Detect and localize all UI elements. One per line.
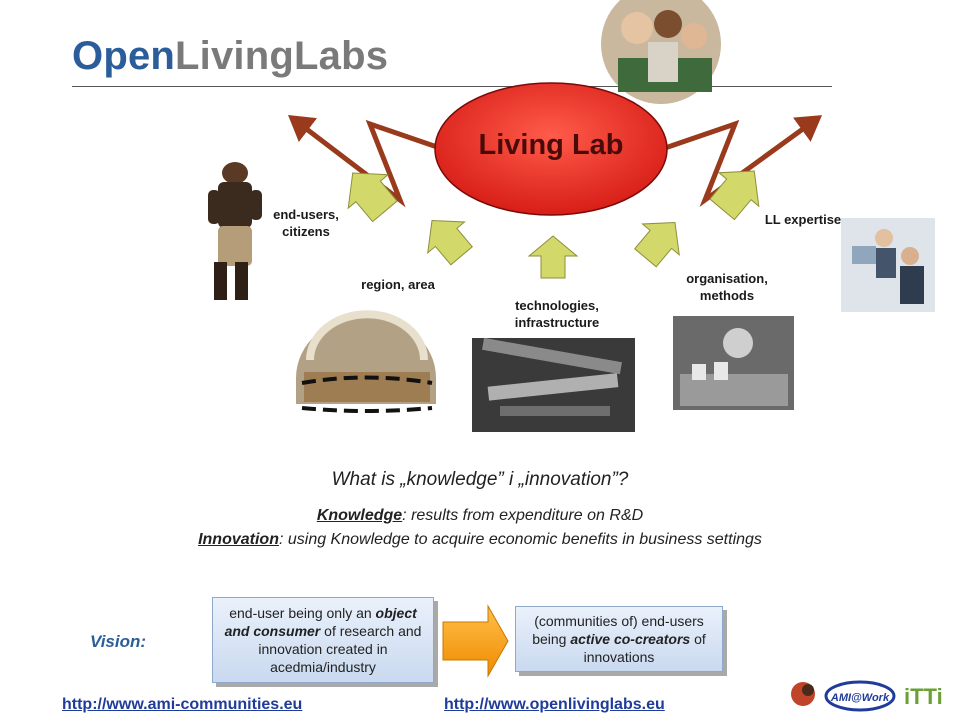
knowledge-innovation-question: What is „knowledge” i „innovation”?	[331, 469, 629, 490]
link-openlivinglabs[interactable]: http://www.openlivinglabs.eu	[444, 696, 665, 713]
link-ami-communities[interactable]: http://www.ami-communities.eu	[62, 696, 303, 713]
label-end-users: end-users, citizens	[273, 207, 339, 239]
watchmaker-photo	[673, 316, 794, 410]
label-organisation: organisation, methods	[686, 271, 768, 303]
term-knowledge: Knowledge	[316, 507, 403, 524]
vision-from-pre: end-user being only an	[229, 605, 376, 621]
office-experts-photo	[841, 218, 935, 312]
definition-innovation: Innovation: using Knowledge to acquire e…	[0, 531, 960, 549]
living-lab-label: Living Lab	[478, 129, 624, 161]
text-knowledge: : results from expenditure on R&D	[402, 507, 644, 524]
aviator-figure	[208, 162, 262, 300]
definition-knowledge: Knowledge: results from expenditure on R…	[0, 507, 960, 525]
vision-to-text: (communities of) end-users being active …	[524, 612, 714, 666]
vision-from-emph: object and consumer	[224, 605, 417, 639]
vision-to-post: of innovations	[583, 631, 706, 665]
vision-flow-arrow	[442, 604, 509, 678]
outward-arrow-right	[664, 115, 823, 208]
network-cables-photo	[472, 337, 635, 432]
outward-arrow-left	[288, 114, 441, 208]
label-technologies: technologies, infrastructure	[514, 298, 600, 330]
title-open: Open	[72, 34, 176, 78]
living-lab-ellipse	[434, 82, 668, 216]
text-innovation: : using Knowledge to acquire economic be…	[278, 531, 762, 548]
vision-from-post: of research and innovation created in ac…	[258, 623, 422, 675]
vision-to-pre: (communities of) end-users being	[532, 613, 704, 647]
vision-to-emph: active co-creators	[570, 631, 691, 647]
living-lab-label-wrap: Living Lab	[435, 129, 667, 162]
itti-logo: iTTi	[904, 684, 943, 709]
vision-label: Vision:	[90, 632, 147, 651]
title-living-labs: LivingLabs	[175, 34, 389, 78]
page-title: OpenLivingLabs	[72, 34, 388, 79]
vision-from-text: end-user being only an object and consum…	[221, 604, 425, 676]
label-region: region, area	[361, 277, 435, 292]
input-arrow-expertise	[709, 170, 760, 221]
input-arrow-region	[427, 220, 473, 266]
title-divider	[72, 86, 832, 87]
term-innovation: Innovation	[198, 531, 279, 548]
vision-from-box: end-user being only an object and consum…	[212, 597, 434, 683]
input-arrow-technologies	[527, 235, 579, 279]
svg-text:iTTi: iTTi	[904, 684, 943, 709]
input-arrow-organisation	[634, 222, 680, 268]
label-expertise: LL expertise	[764, 212, 842, 227]
amiatwork-logo: AMI@Work	[824, 680, 896, 712]
rozwoj-logo	[791, 682, 815, 706]
students-photo	[601, 0, 721, 104]
vision-to-box: (communities of) end-users being active …	[515, 606, 723, 672]
svg-text:AMI@Work: AMI@Work	[830, 692, 890, 704]
street-crowd-photo	[296, 310, 436, 413]
input-arrow-end-users	[347, 172, 398, 223]
